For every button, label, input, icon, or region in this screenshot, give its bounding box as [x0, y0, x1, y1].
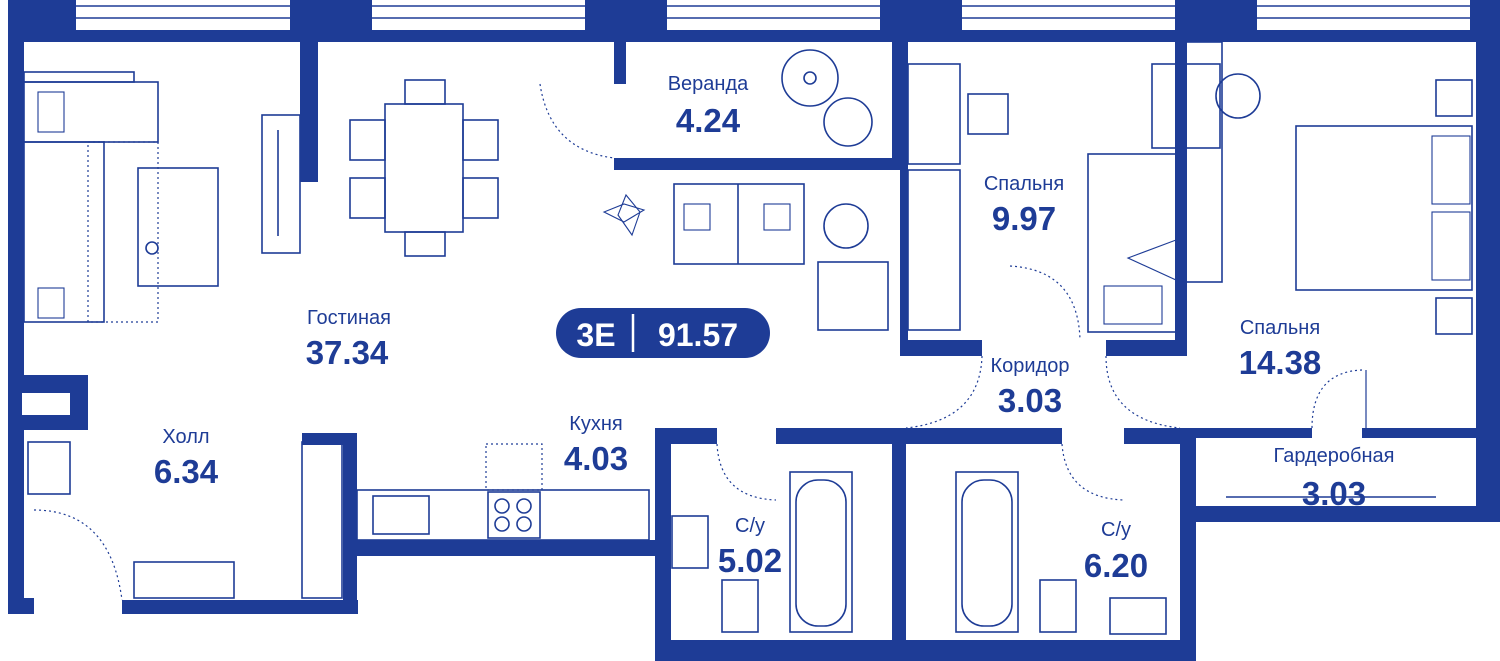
- room-name-living: Гостиная: [307, 307, 391, 329]
- room-label-kitchen: Кухня 4.03: [564, 413, 628, 477]
- room-label-bedroom-2: Спальня 14.38: [1239, 317, 1322, 381]
- room-name-hall: Холл: [162, 426, 209, 448]
- room-name-veranda: Веранда: [668, 73, 749, 95]
- room-label-hall: Холл 6.34: [154, 426, 219, 490]
- room-area-bedroom-1: 9.97: [992, 200, 1056, 237]
- room-name-bathroom-1: С/у: [735, 515, 765, 537]
- room-area-kitchen: 4.03: [564, 440, 628, 477]
- room-area-hall: 6.34: [154, 453, 219, 490]
- room-label-bathroom-2: С/у 6.20: [1084, 519, 1148, 584]
- room-area-veranda: 4.24: [676, 102, 741, 139]
- room-label-bathroom-1: С/у 5.02: [718, 515, 782, 579]
- room-area-bathroom-1: 5.02: [718, 542, 782, 579]
- room-area-corridor: 3.03: [998, 382, 1062, 419]
- room-area-wardrobe: 3.03: [1302, 475, 1366, 512]
- door-swings: [33, 83, 1367, 601]
- room-area-bathroom-2: 6.20: [1084, 547, 1148, 584]
- walls: [8, 0, 1500, 661]
- room-area-living: 37.34: [306, 334, 389, 371]
- room-label-corridor: Коридор 3.03: [991, 355, 1070, 419]
- unit-badge: 3Е 91.57: [556, 308, 770, 358]
- room-label-living: Гостиная 37.34: [306, 307, 391, 371]
- room-name-kitchen: Кухня: [569, 413, 623, 435]
- room-name-bedroom-1: Спальня: [984, 173, 1064, 195]
- room-name-bathroom-2: С/у: [1101, 519, 1131, 541]
- room-label-wardrobe: Гардеробная 3.03: [1274, 445, 1395, 512]
- room-area-bedroom-2: 14.38: [1239, 344, 1322, 381]
- room-name-corridor: Коридор: [991, 355, 1070, 377]
- room-name-bedroom-2: Спальня: [1240, 317, 1320, 339]
- room-label-bedroom-1: Спальня 9.97: [984, 173, 1064, 237]
- furniture: [23, 41, 1473, 635]
- room-label-veranda: Веранда 4.24: [668, 73, 749, 139]
- room-name-wardrobe: Гардеробная: [1274, 445, 1395, 467]
- unit-total-area: 91.57: [658, 317, 738, 353]
- unit-type-label: 3Е: [576, 317, 615, 353]
